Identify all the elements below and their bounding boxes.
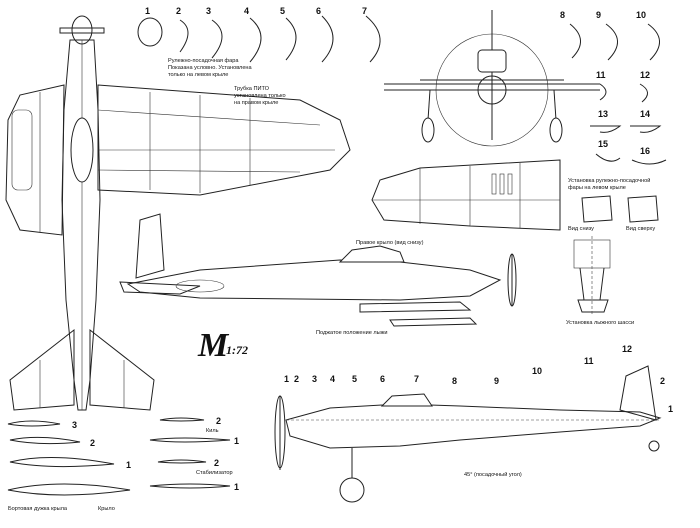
profile-callout: 3 xyxy=(72,420,77,430)
section-number: 7 xyxy=(362,6,367,16)
section-number: 4 xyxy=(244,6,249,16)
ski-gear-inset: Установка лыжного шасси xyxy=(566,236,634,326)
landing-light-note-2: Показана условно. Установлена xyxy=(168,65,253,71)
view-below-label: Вид снизу xyxy=(568,226,594,232)
station-number: 3 xyxy=(312,374,317,384)
section-number: 16 xyxy=(640,146,650,156)
section-number: 9 xyxy=(596,10,601,20)
station-number: 10 xyxy=(532,366,542,376)
logo-scale: 1:72 xyxy=(226,343,248,357)
station-number: 12 xyxy=(622,344,632,354)
stab-number: 2 xyxy=(214,458,219,468)
fin-number: 1 xyxy=(234,436,239,446)
station-number: 4 xyxy=(330,374,335,384)
board-rib-caption: Бортовая дужка крыла xyxy=(8,506,68,512)
landing-light-note-1: Рулежно-посадочная фара xyxy=(168,58,239,64)
right-section-profiles: 8 9 10 11 12 13 14 15 16 xyxy=(560,10,667,165)
station-number: 1 xyxy=(284,374,289,384)
section-number: 13 xyxy=(598,109,608,119)
logo-mark: М xyxy=(197,327,230,364)
stab-number: 1 xyxy=(234,482,239,492)
station-number: 9 xyxy=(494,376,499,386)
fin-number: 2 xyxy=(216,416,221,426)
airfoil-profiles: 3 2 1 Бортовая дужка крыла xyxy=(7,420,131,512)
station-number: 7 xyxy=(414,374,419,384)
stabilizer-caption: Стабилизатор xyxy=(196,470,233,476)
section-number: 1 xyxy=(145,6,150,16)
section-number: 5 xyxy=(280,6,285,16)
station-number: 6 xyxy=(380,374,385,384)
publisher-logo: М 1:72 xyxy=(197,327,248,364)
wing-caption: Крыло xyxy=(98,506,115,512)
light-install-inset: Установка рулежно-посадочной фары на лев… xyxy=(568,177,659,232)
pitot-note-1: Трубка ПИТО xyxy=(234,86,270,92)
profile-callout: 1 xyxy=(126,460,131,470)
section-number: 10 xyxy=(636,10,646,20)
wing-notes: Рулежно-посадочная фара Показана условно… xyxy=(168,58,286,106)
right-wing-caption: Правое крыло (вид снизу) xyxy=(356,240,424,246)
tail-callout: 1 xyxy=(668,404,673,414)
section-number: 15 xyxy=(598,139,608,149)
ski-retracted-caption: Поджатое положение лыжи xyxy=(316,330,388,336)
station-number: 8 xyxy=(452,376,457,386)
section-number: 12 xyxy=(640,70,650,80)
ski-gear-caption: Установка лыжного шасси xyxy=(566,320,634,326)
section-number: 14 xyxy=(640,109,650,119)
tail-callout: 2 xyxy=(660,376,665,386)
plan-view xyxy=(5,15,351,411)
light-install-2: фары на левом крыле xyxy=(568,185,626,191)
section-number: 2 xyxy=(176,6,181,16)
landing-angle-caption: 45° (посадочный угол) xyxy=(464,471,522,478)
pitot-note-2: установлена только xyxy=(234,93,286,99)
station-number: 2 xyxy=(294,374,299,384)
side-view-ski: Поджатое положение лыжи xyxy=(119,213,517,336)
light-install-1: Установка рулежно-посадочной xyxy=(568,177,650,184)
section-number: 8 xyxy=(560,10,565,20)
top-section-profiles: 1 2 3 4 5 6 7 xyxy=(137,6,381,63)
side-view-wheels: 1 2 3 4 5 6 7 8 9 10 11 12 2 1 45° (поса… xyxy=(274,344,673,503)
station-number: 11 xyxy=(584,356,594,366)
right-wing-bottom-view: Правое крыло (вид снизу) xyxy=(356,159,561,246)
front-view xyxy=(384,10,600,147)
fin-caption: Киль xyxy=(206,428,219,434)
station-number: 5 xyxy=(352,374,357,384)
section-number: 3 xyxy=(206,6,211,16)
profile-callout: 2 xyxy=(90,438,95,448)
section-number: 11 xyxy=(596,70,606,80)
landing-light-note-3: только на левом крыле xyxy=(168,72,228,78)
pitot-note-3: на правом крыле xyxy=(234,100,278,106)
section-number: 6 xyxy=(316,6,321,16)
fin-stabilizer-profiles: 2 1 2 1 Киль Стабилизатор Крыло xyxy=(98,416,239,512)
view-above-label: Вид сверху xyxy=(626,226,655,232)
